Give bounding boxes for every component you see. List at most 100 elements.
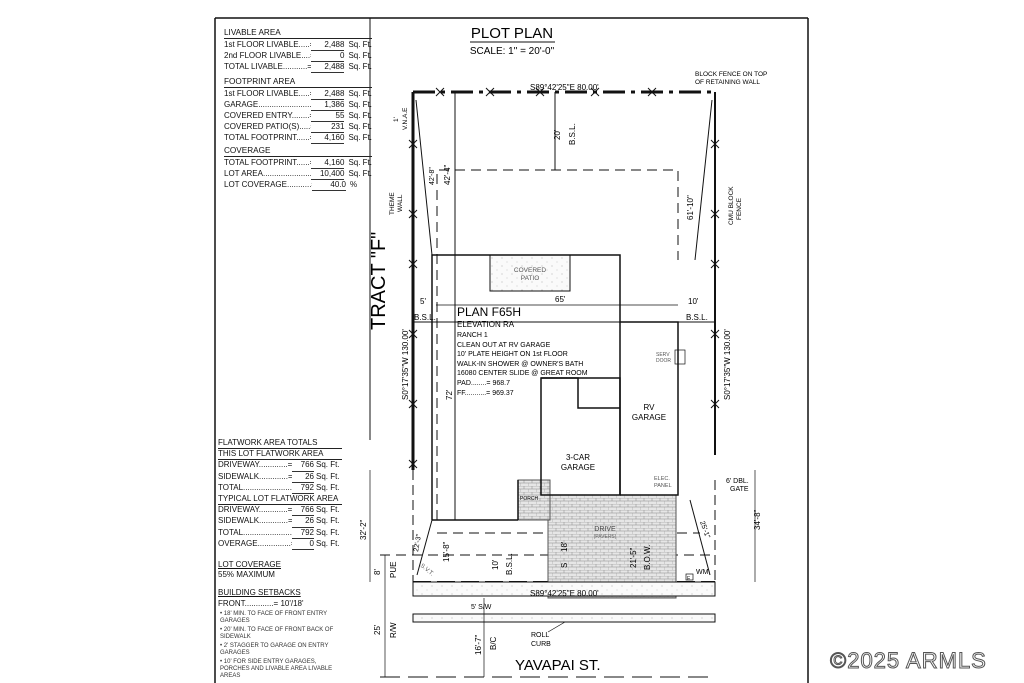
sheet-border: [214, 17, 809, 683]
one-ft-label: 1': [393, 117, 400, 122]
bow-label: B.O.W.: [643, 545, 652, 570]
row-value: 55: [310, 111, 345, 122]
svt-label: S.V.T.: [419, 563, 435, 578]
fence-x-marks: [408, 87, 720, 469]
setbacks-front: FRONT.............= 10'/18': [218, 598, 304, 608]
footprint-header: FOOTPRINT AREA: [224, 77, 372, 88]
row-value: 1,386: [310, 100, 345, 111]
row-label: SIDEWALK.............=: [218, 471, 292, 481]
drive-label: DRIVE: [594, 526, 616, 533]
row-value: 26: [292, 472, 314, 483]
row-value: 40.0: [312, 180, 346, 191]
dim-42-8: 42'-8": [429, 167, 436, 185]
row-unit: Sq. Ft.: [348, 122, 372, 131]
tract-label: TRACT "F": [368, 232, 390, 330]
dim-22-3: 22'-3": [413, 533, 423, 552]
covered-patio-label: COVERED: [514, 267, 546, 274]
livable-header: LIVABLE AREA: [224, 28, 372, 39]
livable-area-table: LIVABLE AREA 1st FLOOR LIVABLE.....=2,48…: [224, 28, 372, 73]
table-row: LOT COVERAGE...........=40.0%: [224, 180, 372, 191]
row-label: SIDEWALK.............=: [218, 516, 292, 526]
pue-dim: 8': [373, 569, 382, 575]
coverage-header: COVERAGE: [224, 146, 372, 157]
plan-line: CLEAN OUT AT RV GARAGE: [457, 342, 551, 349]
row-unit: Sq. Ft.: [348, 40, 372, 49]
row-label: DRIVEWAY.............=: [218, 460, 292, 470]
row-label: TOTAL......................=: [218, 482, 292, 492]
car-garage-label: 3-CAR: [566, 453, 590, 462]
cmu-fence-label: CMU BLOCK: [728, 186, 735, 225]
block-fence-label: OF RETAINING WALL: [695, 79, 760, 86]
dim-21-5: 21'-5": [629, 547, 638, 568]
plan-line: WALK-IN SHOWER @ OWNER'S BATH: [457, 361, 583, 368]
row-label: COVERED PATIO(S).....=: [224, 122, 311, 131]
row-unit: Sq. Ft.: [348, 169, 372, 178]
row-label: TOTAL......................=: [218, 527, 292, 537]
rv-garage-label: RV: [644, 403, 656, 412]
plan-notes: PLAN F65H ELEVATION RA RANCH 1 CLEAN OUT…: [457, 305, 588, 397]
e-box: E: [687, 576, 691, 582]
row-value: 0: [310, 51, 345, 62]
row-value: 4,160: [310, 158, 345, 169]
setback-note: • 18' MIN. TO FACE OF FRONT ENTRY GARAGE…: [220, 610, 328, 624]
row-unit: Sq. Ft.: [316, 516, 340, 526]
plan-line: 16080 CENTER SLIDE @ GREAT ROOM: [457, 370, 588, 377]
row-value: 792: [292, 483, 314, 495]
row-unit: Sq. Ft.: [348, 51, 372, 60]
row-value: 2,488: [310, 40, 345, 51]
row-label: DRIVEWAY.............=: [218, 505, 292, 515]
pue-label: PUE: [389, 562, 398, 578]
car-garage-label: GARAGE: [561, 463, 595, 472]
row-unit: Sq. Ft.: [348, 111, 372, 120]
bc-dim: 16'-7": [474, 634, 483, 655]
pad-elevation: PAD........= 968.7: [457, 380, 510, 387]
water-meter-label: WM: [696, 569, 709, 576]
side-setback-right: 10': [688, 297, 699, 306]
bsl-left: B.S.L.: [414, 313, 436, 322]
bottom-bearing: S89°42'25"E 80.00': [530, 589, 599, 598]
row-unit: Sq. Ft.: [348, 89, 372, 98]
row-unit: Sq. Ft.: [316, 527, 340, 537]
left-bearing: S0°17'35"W 130.00': [401, 329, 410, 400]
row-unit: Sq. Ft.: [348, 133, 372, 142]
cmu-fence-label: FENCE: [736, 197, 743, 220]
row-unit: %: [350, 180, 358, 189]
porch-area: [517, 479, 551, 521]
dim-32-2: 32'-2": [359, 519, 368, 540]
rw-dim: 25': [373, 624, 382, 635]
dbl-gate-label: 6' DBL.: [726, 478, 749, 485]
plan-line: 10' PLATE HEIGHT ON 1st FLOOR: [457, 351, 568, 358]
setbacks-header: BUILDING SETBACKS: [218, 588, 301, 598]
row-value: 2,488: [310, 62, 345, 73]
row-unit: Sq. Ft.: [348, 100, 372, 109]
house-footprint: [431, 254, 679, 521]
bc-label: B/C: [489, 636, 498, 650]
roll-curb-label: ROLL: [531, 632, 549, 639]
row-unit: Sq. Ft.: [316, 471, 340, 481]
watermark: ©2025 ARMLS: [830, 648, 987, 674]
row-value: 2,488: [310, 89, 345, 100]
serv-door-label: DOOR: [656, 358, 671, 364]
theme-wall-label: THEME: [389, 192, 396, 215]
dim-61-10: 61'-10": [686, 195, 695, 220]
row-value: 792: [292, 528, 314, 539]
street-name: YAVAPAI ST.: [515, 657, 601, 674]
row-unit: Sq. Ft.: [316, 460, 340, 470]
lot-coverage-header: LOT COVERAGE: [218, 560, 281, 570]
lot-coverage-value: 55% MAXIMUM: [218, 570, 275, 580]
roll-curb: [412, 613, 716, 623]
row-value: 766: [292, 505, 314, 517]
row-label: OVERAGE...............=: [218, 538, 292, 548]
row-value: 0: [292, 539, 314, 551]
